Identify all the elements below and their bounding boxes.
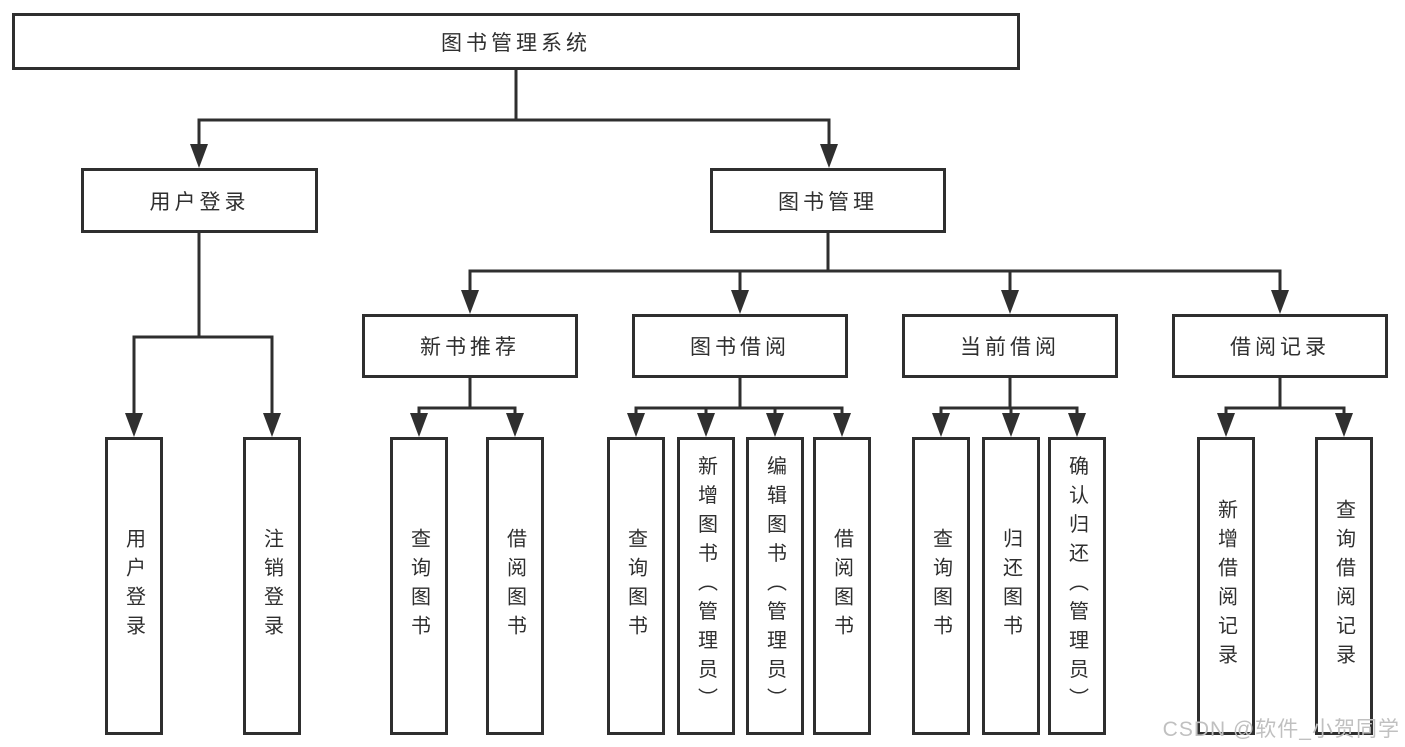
node-label: 当前借阅 bbox=[960, 336, 1060, 359]
node-label: 用户登录 bbox=[122, 528, 145, 644]
node-label: 确认归还（管理员） bbox=[1065, 455, 1088, 717]
node-label: 图书管理 bbox=[778, 190, 878, 214]
leaf-query-book-recommend: 查询图书 bbox=[390, 437, 448, 735]
leaf-add-book-admin: 新增图书（管理员） bbox=[677, 437, 735, 735]
leaf-user-login: 用户登录 bbox=[105, 437, 163, 735]
arrow-head bbox=[1068, 413, 1086, 437]
node-label: 借阅图书 bbox=[830, 528, 853, 644]
leaf-edit-book-admin: 编辑图书（管理员） bbox=[746, 437, 804, 735]
arrow-head bbox=[833, 413, 851, 437]
node-label: 新增借阅记录 bbox=[1214, 499, 1237, 673]
leaf-confirm-return-admin: 确认归还（管理员） bbox=[1048, 437, 1106, 735]
node-library-management-system: 图书管理系统 bbox=[12, 13, 1020, 70]
node-label: 注销登录 bbox=[260, 528, 283, 644]
leaf-borrow-book-recommend: 借阅图书 bbox=[486, 437, 544, 735]
arrow-head bbox=[263, 413, 281, 437]
arrow-head bbox=[766, 413, 784, 437]
arrow-head bbox=[697, 413, 715, 437]
node-label: 新增图书（管理员） bbox=[694, 455, 717, 717]
node-label: 查询借阅记录 bbox=[1332, 499, 1355, 673]
arrow-head bbox=[125, 413, 143, 437]
leaf-query-book-current: 查询图书 bbox=[912, 437, 970, 735]
node-user-login: 用户登录 bbox=[81, 168, 318, 233]
node-book-borrow: 图书借阅 bbox=[632, 314, 848, 378]
arrow-head bbox=[1001, 290, 1019, 314]
leaf-query-book-borrow: 查询图书 bbox=[607, 437, 665, 735]
leaf-borrow-book: 借阅图书 bbox=[813, 437, 871, 735]
csdn-watermark: CSDN @软件_小贺同学 bbox=[1162, 718, 1400, 741]
leaf-query-borrow-record: 查询借阅记录 bbox=[1315, 437, 1373, 735]
node-current-borrow: 当前借阅 bbox=[902, 314, 1118, 378]
arrow-head bbox=[190, 144, 208, 168]
arrow-head bbox=[1217, 413, 1235, 437]
node-label: 查询图书 bbox=[624, 528, 647, 644]
node-label: 查询图书 bbox=[407, 528, 430, 644]
arrow-head bbox=[1335, 413, 1353, 437]
node-label: 归还图书 bbox=[999, 528, 1022, 644]
node-label: 新书推荐 bbox=[420, 336, 520, 359]
node-label: 图书管理系统 bbox=[441, 31, 591, 55]
arrow-head bbox=[932, 413, 950, 437]
node-label: 借阅记录 bbox=[1230, 336, 1330, 359]
node-label: 图书借阅 bbox=[690, 336, 790, 359]
node-label: 借阅图书 bbox=[503, 528, 526, 644]
node-book-management: 图书管理 bbox=[710, 168, 946, 233]
node-label: 用户登录 bbox=[149, 190, 250, 214]
arrow-head bbox=[461, 290, 479, 314]
arrow-head bbox=[627, 413, 645, 437]
arrow-head bbox=[731, 290, 749, 314]
node-label: 查询图书 bbox=[929, 528, 952, 644]
node-borrow-record: 借阅记录 bbox=[1172, 314, 1388, 378]
arrow-heads bbox=[125, 144, 1353, 437]
arrow-head bbox=[820, 144, 838, 168]
leaf-add-borrow-record: 新增借阅记录 bbox=[1197, 437, 1255, 735]
arrow-head bbox=[1271, 290, 1289, 314]
leaf-return-book: 归还图书 bbox=[982, 437, 1040, 735]
arrow-head bbox=[410, 413, 428, 437]
leaf-logout-login: 注销登录 bbox=[243, 437, 301, 735]
node-new-book-recommend: 新书推荐 bbox=[362, 314, 578, 378]
node-label: 编辑图书（管理员） bbox=[763, 455, 786, 717]
arrow-head bbox=[506, 413, 524, 437]
arrow-head bbox=[1002, 413, 1020, 437]
connector-stems bbox=[132, 70, 1346, 419]
